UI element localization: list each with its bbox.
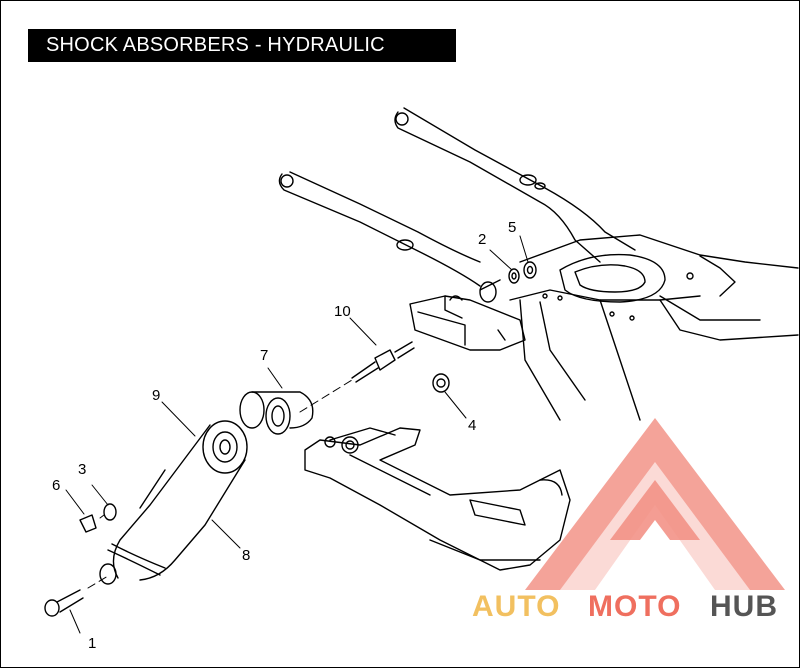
washer-part-2 [508,268,520,284]
watermark-part-moto: MOTO [588,590,681,623]
leader-2 [489,249,513,271]
callout-10: 10 [334,303,351,320]
callout-7: 7 [260,347,268,364]
stud-part-10 [351,341,415,383]
bolt-part-1 [44,589,84,617]
cap-nut-part-6 [79,514,97,533]
upper-frame-rail-rear [394,107,636,263]
frame-center-section [509,234,799,421]
leader-6 [65,489,85,515]
swingarm [304,427,571,571]
callout-1: 1 [88,635,96,652]
callout-4: 4 [468,417,476,434]
alignment-line-upper [299,379,353,413]
alignment-line-cap [99,514,105,519]
watermark-text: AUTO MOTO HUB [472,590,778,623]
watermark-part-hub: HUB [710,590,778,623]
leader-10 [349,317,377,346]
callout-6: 6 [52,477,60,494]
watermark-logo [525,418,785,590]
upper-frame-rail-front [278,171,481,287]
callout-8: 8 [242,547,250,564]
watermark-part-auto: AUTO [472,590,560,623]
shock-absorber-part-8 [99,420,248,585]
bushing-part-7 [239,391,314,435]
leader-8 [211,519,241,549]
nut-part-5 [523,261,537,279]
upper-mount-stud [479,279,501,303]
callout-9: 9 [152,387,160,404]
callout-5: 5 [508,219,516,236]
leader-4 [444,391,467,419]
leader-5 [519,235,529,263]
frame-crossmember [409,295,526,351]
leader-9 [161,401,196,437]
leader-1 [69,609,81,634]
diagram-title: SHOCK ABSORBERS - HYDRAULIC [46,34,385,56]
nut-part-4 [432,373,450,393]
callout-3: 3 [78,461,86,478]
callout-2: 2 [478,231,486,248]
alignment-line-lower [87,575,109,589]
washer-part-3 [103,503,117,521]
leader-7 [267,367,283,389]
leader-3 [91,484,109,506]
title-bar: SHOCK ABSORBERS - HYDRAULIC [28,29,456,62]
